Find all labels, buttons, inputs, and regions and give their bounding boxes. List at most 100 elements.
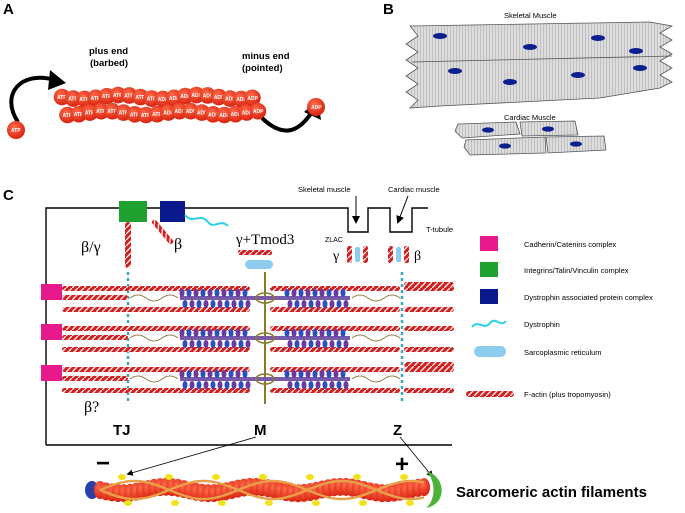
monomer-label: ATP bbox=[130, 112, 140, 118]
sarcomeric-actin-label: Sarcomeric actin filaments bbox=[456, 484, 647, 501]
troponin bbox=[259, 474, 267, 480]
thin-filament bbox=[404, 388, 454, 393]
gamma-zlac: γ bbox=[332, 249, 339, 264]
myosin-head bbox=[308, 300, 314, 308]
ttubule-label: T-tubule bbox=[426, 225, 453, 234]
thin-filament bbox=[404, 286, 454, 291]
zoomed-actin-filament bbox=[94, 474, 430, 506]
legend-label: Dystrophin bbox=[524, 320, 560, 329]
myosin-head bbox=[203, 300, 209, 308]
thin-filament bbox=[404, 307, 454, 312]
troponin bbox=[306, 474, 314, 480]
legend-label: Cadherin/Catenins complex bbox=[524, 240, 616, 249]
myosin-head bbox=[343, 300, 349, 308]
nucleus bbox=[591, 35, 605, 41]
monomer-label: ADP bbox=[169, 96, 180, 102]
myosin-head bbox=[326, 370, 332, 378]
gamma-tmod-label: γ+Tmod3 bbox=[235, 232, 294, 248]
myosin-head bbox=[291, 370, 297, 378]
myosin-head bbox=[207, 329, 213, 337]
monomer-label: ADP bbox=[247, 96, 258, 102]
thin-filament bbox=[404, 347, 454, 352]
thin-filament bbox=[130, 307, 250, 312]
myosin-head bbox=[242, 289, 248, 297]
thin-filament bbox=[130, 347, 250, 352]
titin bbox=[351, 375, 401, 383]
gamma-tmod-filament bbox=[238, 250, 272, 255]
zlac-label: ZLAC bbox=[325, 237, 343, 244]
titin bbox=[351, 294, 401, 302]
zoom-line-right bbox=[399, 436, 434, 478]
myosin-head bbox=[291, 329, 297, 337]
myosin-head bbox=[214, 329, 220, 337]
myosin-head bbox=[336, 340, 342, 348]
fiber-boundary bbox=[411, 55, 673, 63]
sarcolemma bbox=[45, 207, 428, 445]
thin-filament bbox=[130, 367, 250, 372]
myosin-head bbox=[322, 340, 328, 348]
myosin-head bbox=[326, 329, 332, 337]
cadherin-actin bbox=[62, 335, 128, 340]
myosin-head bbox=[214, 289, 220, 297]
troponin bbox=[218, 500, 226, 506]
beta-gamma-label: β/γ bbox=[81, 239, 101, 256]
myosin-head bbox=[245, 381, 251, 389]
myosin-head bbox=[210, 300, 216, 308]
myosin-head bbox=[193, 289, 199, 297]
integrin-actin bbox=[125, 222, 131, 268]
legend-item: Sarcoplasmic reticulum bbox=[474, 346, 602, 357]
legend-swatch bbox=[480, 236, 498, 251]
monomer-label: ATP bbox=[96, 109, 106, 115]
legend-label: Sarcoplasmic reticulum bbox=[524, 348, 602, 357]
legend-label: Dystrophin associated protein complex bbox=[524, 293, 653, 302]
myosin-head bbox=[298, 329, 304, 337]
sr-pill bbox=[245, 260, 273, 269]
myosin-head bbox=[333, 289, 339, 297]
skeletal-muscle-fiber bbox=[405, 21, 674, 109]
m-line-label: M bbox=[254, 422, 267, 439]
myosin-head bbox=[312, 289, 318, 297]
cadherin-actin bbox=[62, 295, 128, 300]
zlac-filaments bbox=[347, 246, 409, 263]
sr-vesicle bbox=[396, 247, 401, 262]
myosin-head bbox=[294, 300, 300, 308]
panel-a-letter: A bbox=[3, 1, 14, 18]
legend-item: Dystrophin bbox=[471, 319, 560, 329]
myosin-head bbox=[340, 329, 346, 337]
dystrophin-complex bbox=[160, 201, 185, 222]
cadherin-actin bbox=[62, 376, 128, 381]
monomer-label: ATP bbox=[107, 109, 117, 115]
zoom-line-left bbox=[126, 436, 257, 476]
troponin bbox=[312, 500, 320, 506]
nucleus bbox=[433, 33, 447, 39]
dystrophin-wave bbox=[184, 214, 229, 227]
monomer-label: ADP bbox=[197, 111, 208, 117]
legend-item: F-actin (plus tropomyosin) bbox=[466, 390, 611, 399]
myosin-head bbox=[238, 340, 244, 348]
cadherin-complex bbox=[41, 284, 62, 300]
cardiac-arrow bbox=[396, 195, 409, 224]
monomer-label: ATP bbox=[63, 113, 73, 119]
myosin-head bbox=[315, 381, 321, 389]
myosin-head bbox=[242, 370, 248, 378]
monomer-label: ADP bbox=[191, 93, 202, 99]
cardiac-muscle-c-label: Cardiac muscle bbox=[388, 185, 440, 194]
monomer-label: ATP bbox=[119, 111, 129, 117]
myosin-head bbox=[179, 370, 185, 378]
myosin-head bbox=[189, 300, 195, 308]
myosin-head bbox=[203, 381, 209, 389]
myosin-head bbox=[343, 381, 349, 389]
thin-filament bbox=[404, 326, 454, 331]
monomer-label: ATP bbox=[79, 97, 89, 103]
myosin-head bbox=[200, 289, 206, 297]
myosin-head bbox=[189, 340, 195, 348]
skeletal-muscle-c-label: Skeletal muscle bbox=[298, 185, 351, 194]
m-line-protein bbox=[255, 373, 275, 385]
nucleus bbox=[542, 126, 554, 132]
tropomyosin-strand bbox=[99, 479, 425, 501]
myosin-head bbox=[238, 381, 244, 389]
myosin-head bbox=[242, 329, 248, 337]
beta-zlac: β bbox=[414, 249, 421, 264]
myosin-head bbox=[224, 340, 230, 348]
